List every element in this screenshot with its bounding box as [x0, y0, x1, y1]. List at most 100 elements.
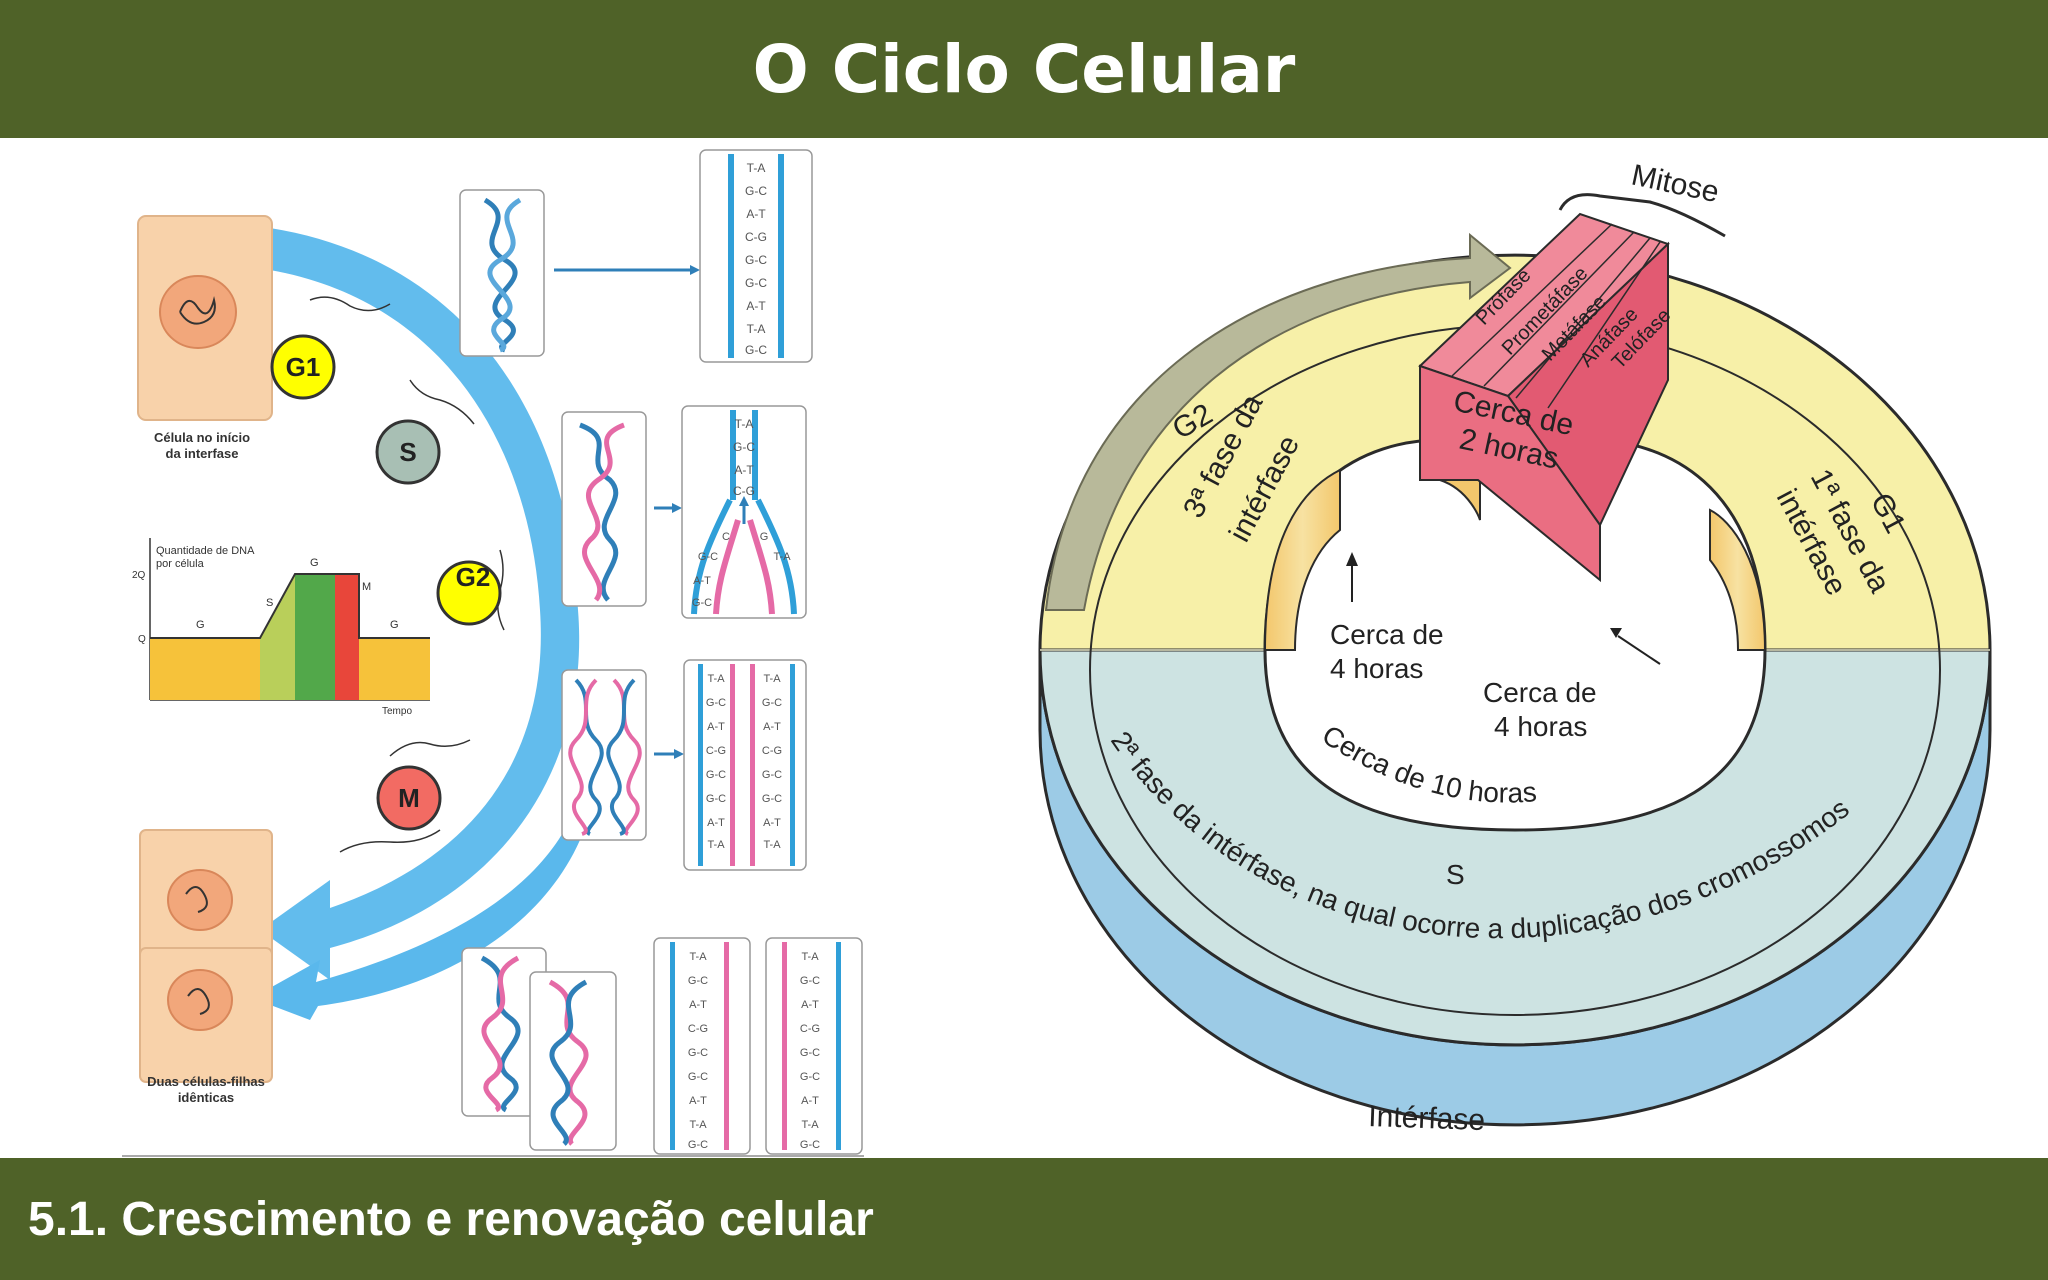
- fork-base-1: C: [722, 531, 730, 543]
- base-pair-top-6: A-T: [746, 299, 766, 313]
- graph-phase-m: M: [362, 581, 371, 593]
- base-pair-row4b-3: C-G: [800, 1023, 820, 1035]
- base-pair-row3-left-1: G-C: [706, 697, 726, 709]
- base-pair-row3-left-5: G-C: [706, 793, 726, 805]
- wheel-s-phase: [1038, 648, 1992, 1047]
- base-pair-mid-0: T-A: [735, 417, 754, 431]
- base-pair-row3-left-6: A-T: [707, 817, 725, 829]
- base-pair-row4b-0: T-A: [801, 951, 819, 963]
- base-pair-row4a-0: T-A: [689, 951, 707, 963]
- base-pair-top-4: G-C: [745, 253, 767, 267]
- title-bar: O Ciclo Celular: [0, 0, 2048, 138]
- base-pair-mid-2: A-T: [734, 463, 754, 477]
- base-pair-row4a-8: G-C: [688, 1139, 708, 1151]
- base-pair-row3-right-3: C-G: [762, 745, 782, 757]
- base-pair-row3-right-4: G-C: [762, 769, 782, 781]
- badge-s: S: [375, 419, 441, 485]
- cell-end-2: [139, 947, 273, 1083]
- fork-base-0: G-C: [698, 551, 718, 563]
- cell-end-1: [139, 829, 273, 963]
- slide-title: O Ciclo Celular: [752, 30, 1296, 108]
- inner-wall-right: [1709, 508, 1767, 651]
- dna-panel-helix-2: [561, 411, 647, 607]
- badge-m: M: [376, 765, 442, 831]
- base-pair-row4a-7: T-A: [689, 1119, 707, 1131]
- slide-subtitle: 5.1. Crescimento e renovação celular: [28, 1192, 874, 1246]
- badge-g2: G2: [436, 560, 502, 626]
- graph-ytick-q: Q: [138, 634, 146, 645]
- wheel-progress-arrow: [1044, 232, 1512, 611]
- dna-replication-diagram: Célula no início da interfase Duas célul…: [122, 149, 864, 1157]
- dna-panel-helix-4a: [461, 947, 547, 1117]
- base-pair-row3-left-3: C-G: [706, 745, 726, 757]
- badge-g1: G1: [270, 334, 336, 400]
- graph-xlabel: Tempo: [382, 706, 412, 717]
- base-pair-row4b-2: A-T: [801, 999, 819, 1011]
- cell-end-label-1: Duas células-filhas: [147, 1074, 265, 1089]
- base-pair-top-1: G-C: [745, 184, 767, 198]
- g1-duration-pointer: [1617, 635, 1661, 665]
- base-pair-row3-right-7: T-A: [763, 839, 781, 851]
- dna-panel-bases-4a: T-A G-C A-T C-G G-C G-C A-T T-A G-C: [653, 937, 751, 1155]
- base-pair-row3-right-5: G-C: [762, 793, 782, 805]
- base-pair-row3-left-0: T-A: [707, 673, 725, 685]
- base-pair-row4b-1: G-C: [800, 975, 820, 987]
- base-pair-mid-1: G-C: [733, 440, 755, 454]
- interphase-label: Intérfase: [1368, 1100, 1486, 1137]
- graph-phase-g1: G: [196, 619, 205, 631]
- base-pair-row4a-2: A-T: [689, 999, 707, 1011]
- dna-panel-bases-4b: T-A G-C A-T C-G G-C G-C A-T T-A G-C: [765, 937, 863, 1155]
- dna-panel-fork: T-A G-C A-T C-G G-C C G T-A A-T G-C: [681, 405, 807, 619]
- base-pair-row4a-3: C-G: [688, 1023, 708, 1035]
- fork-base-3: T-A: [773, 551, 791, 563]
- subtitle-bar: 5.1. Crescimento e renovação celular: [0, 1158, 2048, 1280]
- fork-base-4: A-T: [693, 575, 711, 587]
- cycle-arc-branch: [252, 820, 580, 1020]
- base-pair-row4a-1: G-C: [688, 975, 708, 987]
- cell-start: [137, 215, 273, 421]
- cell-start-label-2: da interfase: [166, 446, 239, 461]
- fork-base-5: G-C: [692, 597, 712, 609]
- dna-panel-helix-4b: [529, 971, 617, 1151]
- g2-duration-2: 4 horas: [1330, 653, 1423, 684]
- mitosis-block: [1418, 212, 1670, 583]
- badge-g2-label: G2: [456, 562, 491, 592]
- base-pair-row4a-5: G-C: [688, 1071, 708, 1083]
- base-pair-top-0: T-A: [747, 161, 766, 175]
- graph-ytick-2q: 2Q: [132, 570, 146, 581]
- graph-ylabel-2: por célula: [156, 558, 205, 570]
- base-pair-top-2: A-T: [746, 207, 766, 221]
- graph-ylabel-1: Quantidade de DNA: [156, 545, 255, 557]
- dna-panel-helix-3: [561, 669, 647, 841]
- base-pair-row3-left-7: T-A: [707, 839, 725, 851]
- base-pair-row3-right-2: A-T: [763, 721, 781, 733]
- badge-s-label: S: [399, 437, 416, 467]
- cell-cycle-wheel: Mitose Prófase Prometáfase Metáfase Anáf…: [1038, 159, 1992, 1137]
- g1-duration-1: Cerca de: [1483, 677, 1597, 708]
- s-label: S: [1446, 859, 1465, 890]
- inner-wall-left: [1263, 468, 1341, 651]
- base-pair-top-7: T-A: [747, 322, 766, 336]
- base-pair-row4a-6: A-T: [689, 1095, 707, 1107]
- badge-g1-label: G1: [286, 352, 321, 382]
- base-pair-row4b-4: G-C: [800, 1047, 820, 1059]
- base-pair-top-5: G-C: [745, 276, 767, 290]
- base-pair-top-8: G-C: [745, 343, 767, 357]
- base-pair-row3-right-6: A-T: [763, 817, 781, 829]
- dna-panel-helix-1: [459, 189, 545, 357]
- base-pair-row4b-8: G-C: [800, 1139, 820, 1151]
- dna-panel-bases-1: T-A G-C A-T C-G G-C G-C A-T T-A G-C: [699, 149, 813, 363]
- base-pair-row4b-7: T-A: [801, 1119, 819, 1131]
- badge-m-label: M: [398, 783, 420, 813]
- base-pair-row3-left-2: A-T: [707, 721, 725, 733]
- graph-phase-s: S: [266, 597, 273, 609]
- base-pair-top-3: C-G: [745, 230, 767, 244]
- base-pair-row3-right-0: T-A: [763, 673, 781, 685]
- base-pair-row4a-4: G-C: [688, 1047, 708, 1059]
- base-pair-row3-left-4: G-C: [706, 769, 726, 781]
- graph-phase-g1-end: G: [390, 619, 399, 631]
- base-pair-row3-right-1: G-C: [762, 697, 782, 709]
- cell-start-label-1: Célula no início: [154, 430, 250, 445]
- base-pair-row4b-6: A-T: [801, 1095, 819, 1107]
- mitosis-bracket: [1558, 193, 1726, 238]
